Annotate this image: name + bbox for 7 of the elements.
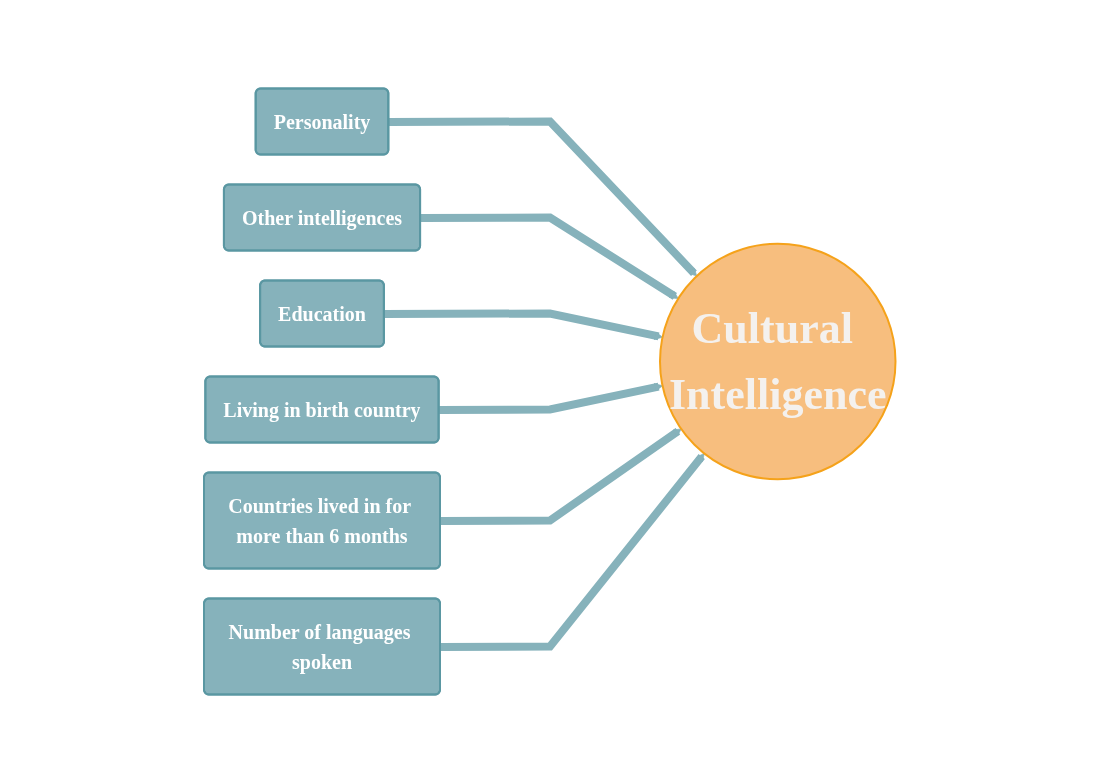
arrow: [384, 309, 663, 341]
arrow: [420, 213, 679, 300]
node-circle: Cultural Intelligence: [658, 242, 897, 481]
arrow: [388, 117, 697, 277]
arrow: [440, 427, 682, 525]
arrow: [440, 453, 705, 651]
arrow: [438, 382, 663, 414]
